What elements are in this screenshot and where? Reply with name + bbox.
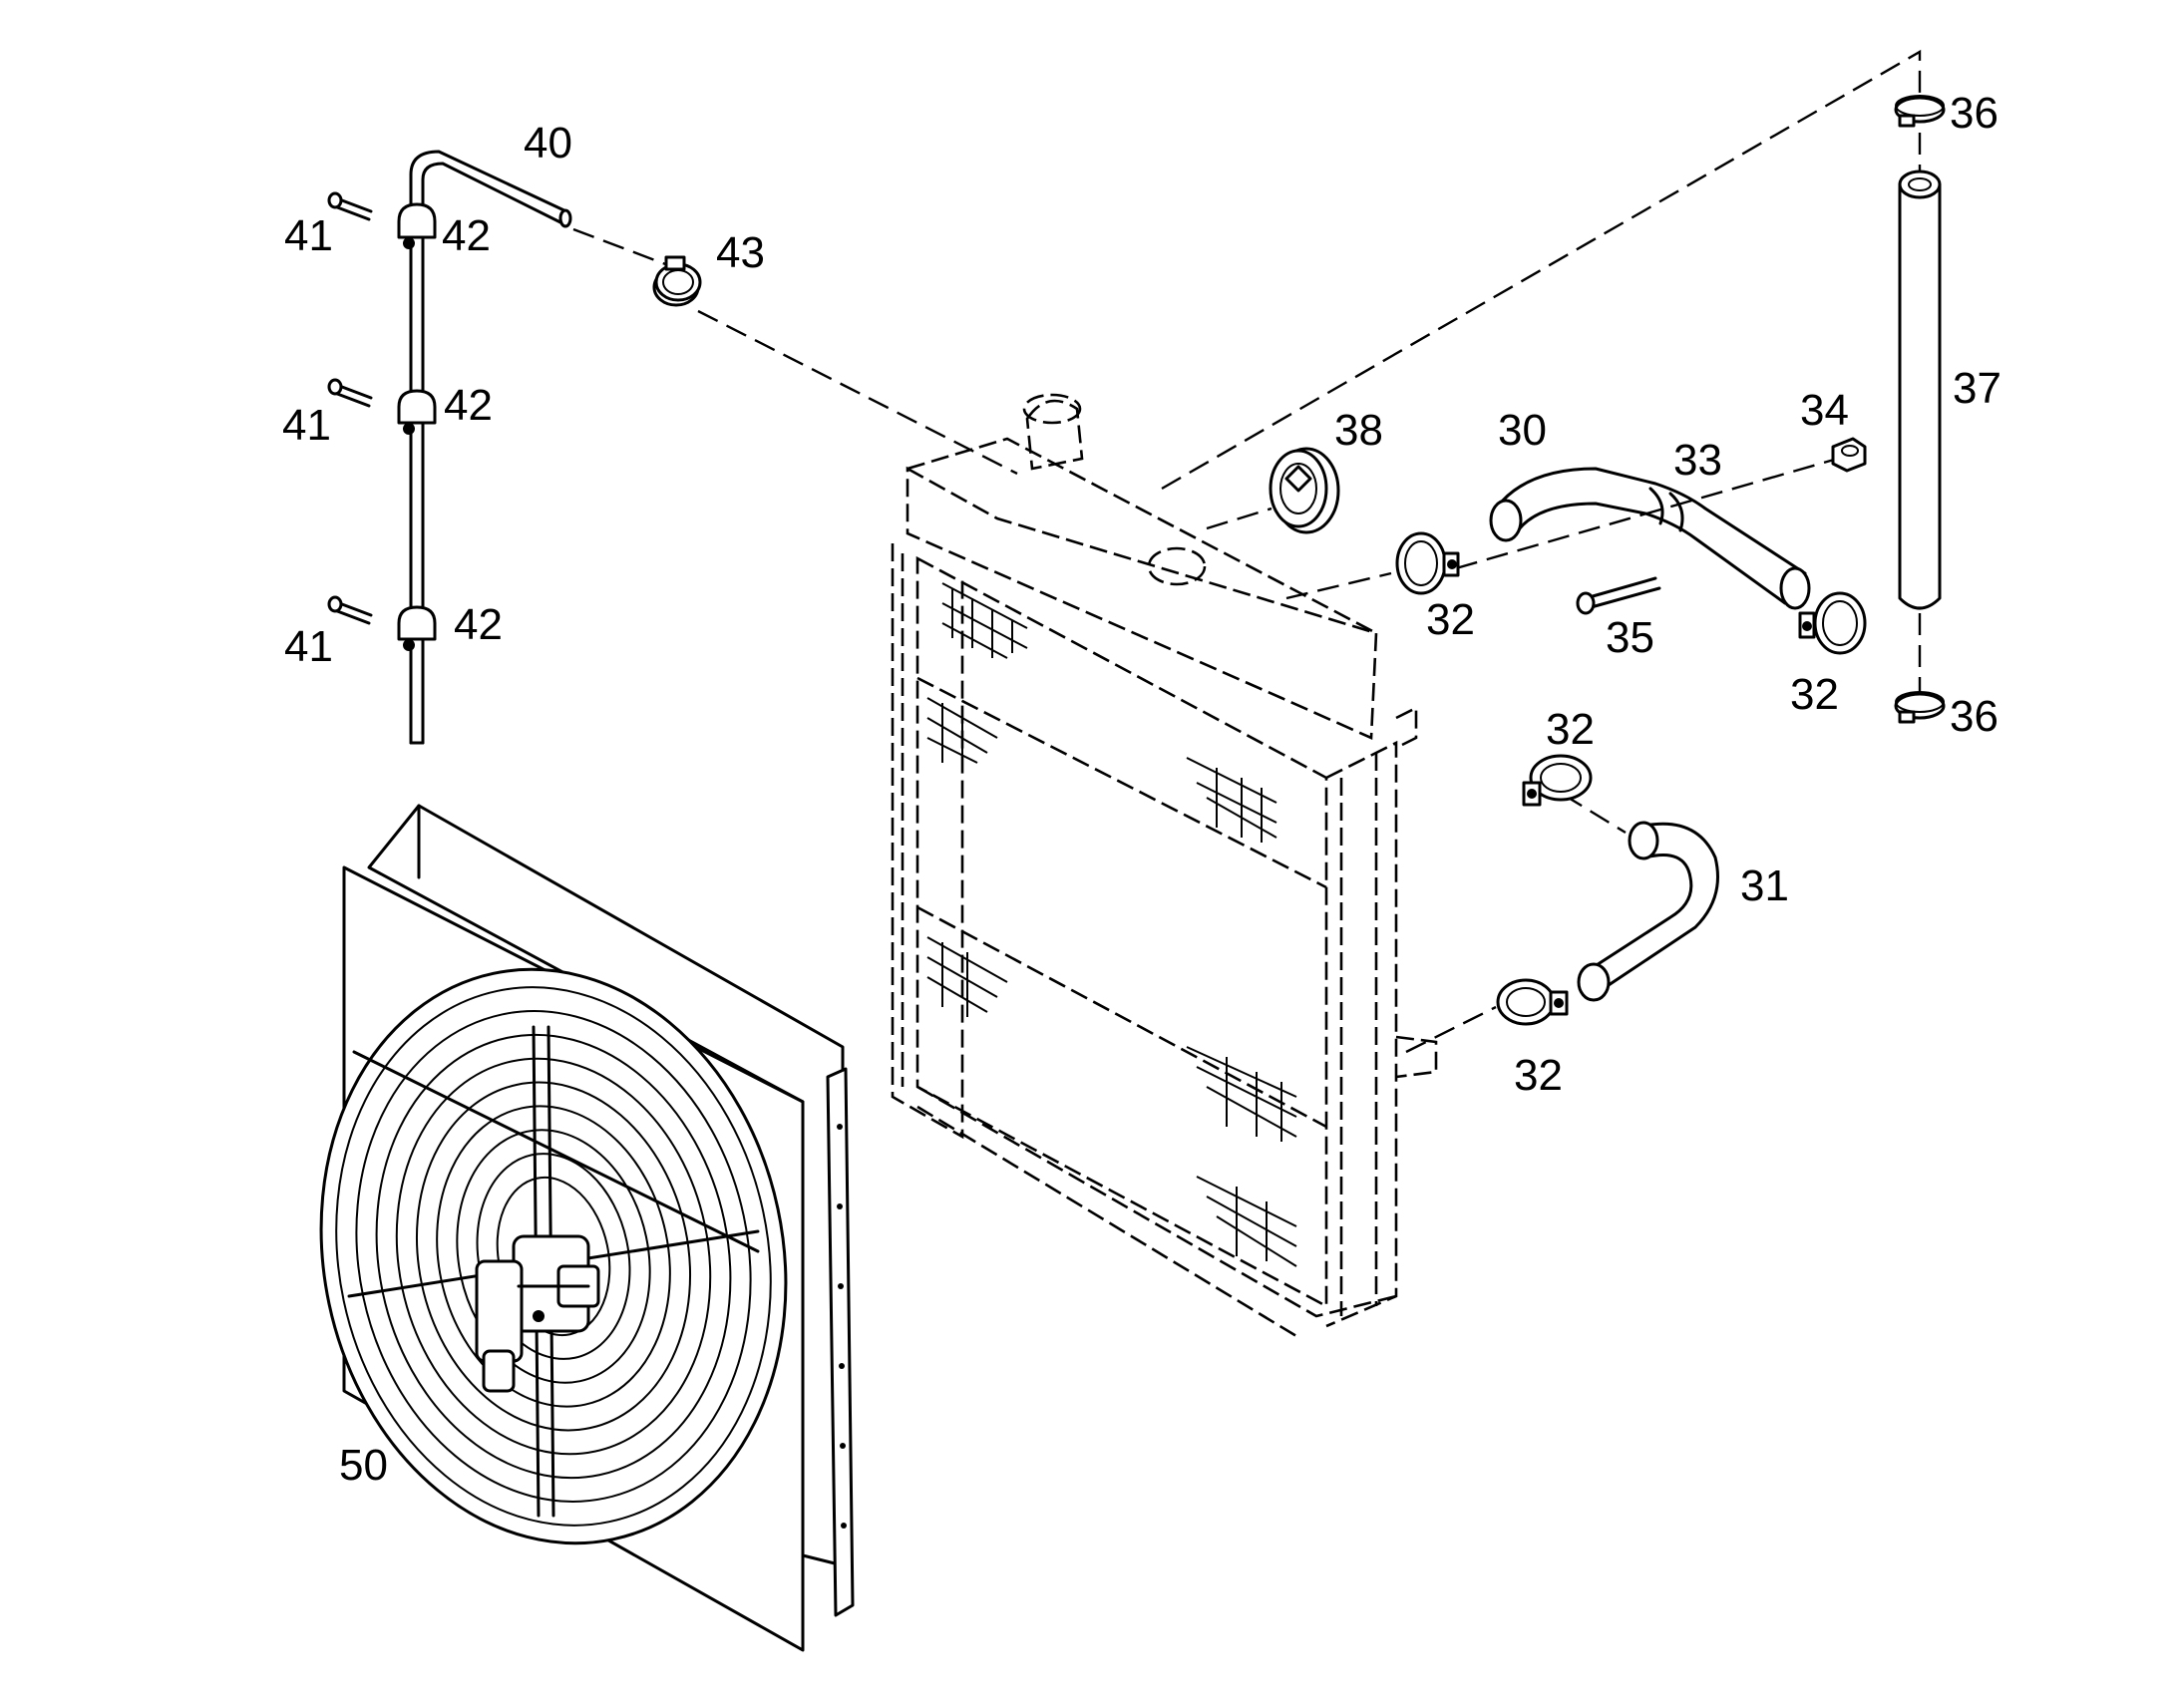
hose-clamp-36-top xyxy=(1894,95,1946,128)
label-34: 34 xyxy=(1800,386,1849,435)
fan-motor xyxy=(475,1234,600,1393)
label-43: 43 xyxy=(716,228,765,277)
nut-34 xyxy=(1831,437,1867,473)
label-42: 42 xyxy=(442,211,491,260)
hose-clamp-43 xyxy=(652,255,702,307)
label-41: 41 xyxy=(284,622,333,671)
label-36: 36 xyxy=(1950,692,1998,741)
bolt-35 xyxy=(1576,576,1661,615)
label-30: 30 xyxy=(1498,406,1547,455)
hose-clamp-32-b xyxy=(1798,591,1867,655)
radiator-assembly xyxy=(891,393,1438,1338)
label-32: 32 xyxy=(1514,1051,1563,1100)
label-32: 32 xyxy=(1426,595,1475,644)
hose-clamp-36-bottom xyxy=(1894,691,1946,724)
label-50: 50 xyxy=(339,1441,388,1490)
label-40: 40 xyxy=(524,119,572,168)
upper-hose-30-33 xyxy=(1489,467,1811,610)
label-37: 37 xyxy=(1953,364,2001,413)
pipe-clamps-41-42 xyxy=(327,191,437,651)
clamp-set-2 xyxy=(327,378,437,435)
assembly-lines xyxy=(572,49,1922,1054)
fan-shroud-50 xyxy=(319,804,855,1652)
label-42: 42 xyxy=(444,381,493,430)
label-35: 35 xyxy=(1606,613,1654,662)
label-42: 42 xyxy=(454,600,503,649)
label-32: 32 xyxy=(1790,670,1839,719)
clamp-set-3 xyxy=(327,595,437,651)
hose-clamp-32-c xyxy=(1522,754,1593,807)
label-41: 41 xyxy=(282,401,331,450)
hose-clamp-32-d xyxy=(1496,978,1569,1026)
hose-clamp-32-a xyxy=(1395,531,1460,595)
lower-hose-31 xyxy=(1577,821,1719,1002)
vertical-hose-37 xyxy=(1898,170,1942,610)
radiator-cap-38 xyxy=(1269,447,1340,534)
label-38: 38 xyxy=(1334,406,1383,455)
label-31: 31 xyxy=(1740,861,1789,910)
pipe-40 xyxy=(409,150,572,745)
clamp-set-1 xyxy=(327,191,437,249)
label-36: 36 xyxy=(1950,89,1998,138)
label-41: 41 xyxy=(284,211,333,260)
radiator-fins xyxy=(926,582,1297,1267)
label-32: 32 xyxy=(1546,705,1595,754)
label-33: 33 xyxy=(1673,436,1722,485)
